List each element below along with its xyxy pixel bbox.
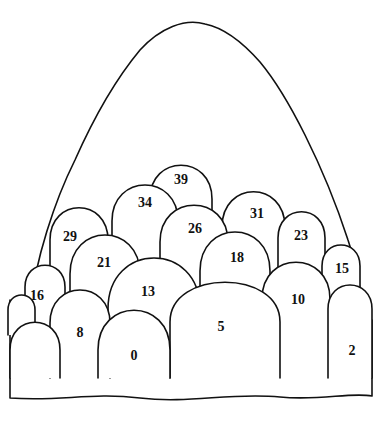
callout-number: 39 bbox=[174, 173, 188, 187]
leaf-primordium bbox=[328, 285, 372, 378]
leaf-primordium bbox=[10, 322, 60, 378]
callout-number: 26 bbox=[188, 222, 202, 236]
callout-number: 16 bbox=[30, 289, 44, 303]
callout-number: 5 bbox=[218, 320, 225, 334]
leaf-primordium bbox=[10, 322, 60, 378]
callout-number: 21 bbox=[97, 256, 111, 270]
callout-number: 0 bbox=[131, 349, 138, 363]
callout-number: 8 bbox=[77, 326, 84, 340]
callout-number: 2 bbox=[349, 344, 356, 358]
callout-number: 29 bbox=[63, 230, 77, 244]
callout-number: 18 bbox=[230, 251, 244, 265]
leaf-primordium bbox=[328, 285, 372, 378]
leaf-primordium bbox=[170, 282, 280, 378]
callout-number: 15 bbox=[335, 262, 349, 276]
callout-number: 31 bbox=[250, 207, 264, 221]
callout-number: 34 bbox=[138, 196, 152, 210]
leaf-primordium bbox=[98, 310, 170, 378]
leaf-primordium bbox=[170, 282, 280, 378]
leaf-primordium bbox=[98, 310, 170, 378]
leaf-primordia bbox=[8, 165, 372, 378]
callout-number: 13 bbox=[141, 285, 155, 299]
callout-number: 23 bbox=[294, 229, 308, 243]
callout-number: 10 bbox=[291, 293, 305, 307]
